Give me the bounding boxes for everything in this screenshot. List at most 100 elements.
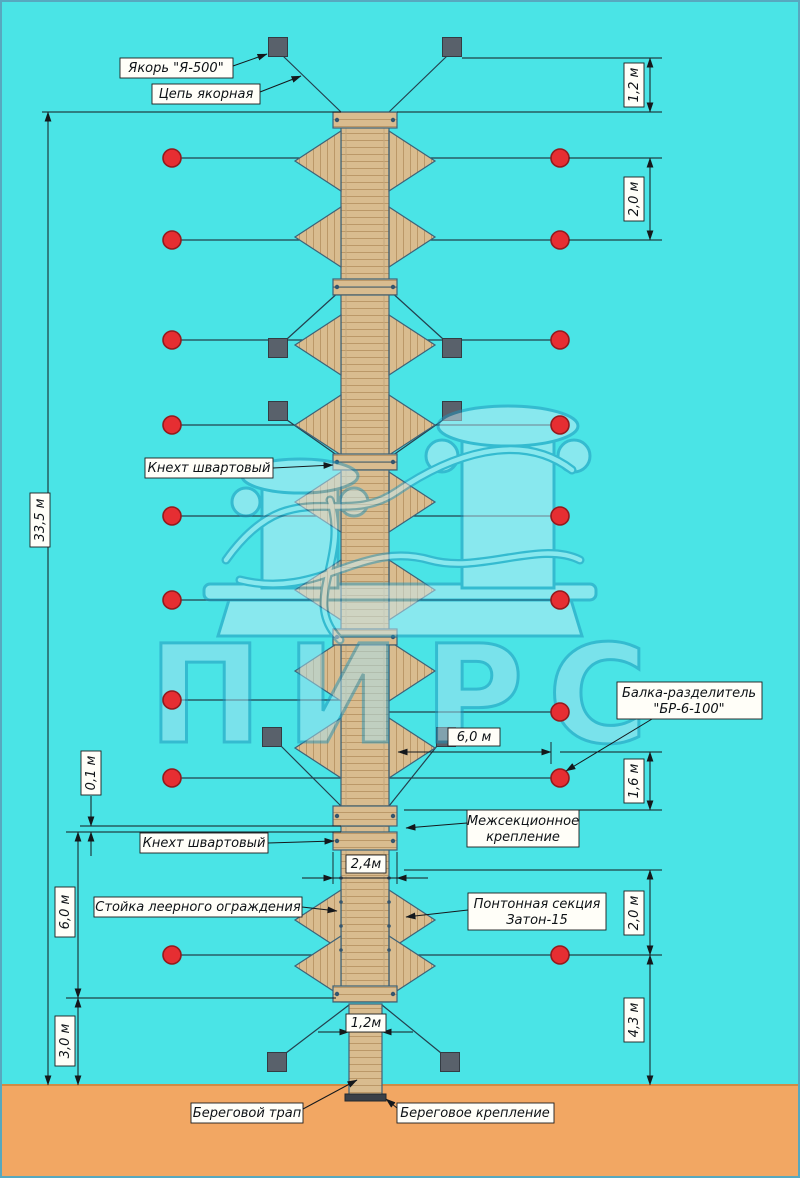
dim-joint-gap-label: 0,1 м	[84, 756, 99, 791]
callout-divider-beam-box	[616, 681, 763, 720]
dim-anchor-offset-box	[623, 62, 645, 108]
railing-post-dot	[339, 900, 343, 904]
watermark-text: ПИРС	[148, 617, 671, 775]
callout-bollard-upper-leader	[272, 462, 334, 469]
bolt-dot	[390, 117, 396, 123]
dim-beam-length-box	[447, 727, 501, 747]
dim-buoy-spacing-label: 2,0 м	[627, 182, 642, 217]
dim-section-right-label: 2,0 м	[627, 896, 642, 931]
bollard-horn	[230, 486, 262, 518]
shore-mount-bar	[344, 1093, 387, 1102]
mooring-buoy	[162, 330, 182, 350]
mooring-buoy	[162, 415, 182, 435]
dim-beam-length-label: 6,0 м	[457, 730, 492, 745]
bolt-dot	[390, 284, 396, 290]
deck-band	[332, 805, 398, 827]
mooring-buoy	[550, 702, 570, 722]
dim-section-to-buoy-label: 1,6 м	[627, 764, 642, 799]
dim-section-left-label: 6,0 м	[58, 895, 73, 930]
anchor-block	[442, 37, 462, 57]
deck-band	[332, 985, 398, 1003]
bolt-dot	[334, 838, 340, 844]
bolt-dot	[334, 991, 340, 997]
mooring-buoy	[162, 945, 182, 965]
anchor-chain-line	[381, 1004, 442, 1054]
dim-shore-left-label: 3,0 м	[58, 1024, 73, 1059]
anchor-chain-line	[388, 289, 444, 340]
anchor-chain-line	[286, 289, 342, 340]
callout-shore-mount-label: Береговое крепление	[400, 1106, 550, 1121]
callout-bollard-lower-leader	[267, 837, 335, 845]
mooring-buoy	[550, 590, 570, 610]
anchor-chain-line	[282, 55, 342, 113]
anchor-chain-line	[388, 745, 438, 807]
anchor-chain-line	[388, 55, 448, 113]
dim-overall-box	[29, 492, 51, 548]
mooring-buoy	[162, 690, 182, 710]
callout-chain-box	[151, 83, 261, 105]
anchor-block	[442, 338, 462, 358]
callout-gangway-label: Береговой трап	[193, 1106, 302, 1121]
callout-railing-box	[93, 896, 303, 918]
rope-strand-inner	[237, 551, 583, 587]
rope-strand-inner	[223, 447, 575, 563]
dim-shore-right-box	[623, 997, 645, 1043]
mooring-buoy	[550, 148, 570, 168]
callout-chain-label: Цепь якорная	[159, 87, 254, 102]
dimensions: 33,5 м 1,2 м 2,0 м 6,0 м 1,6 м 0,1 м	[29, 57, 662, 1086]
callout-intersection-box	[466, 809, 580, 848]
dim-section-right-box	[623, 890, 645, 936]
rope-strand-inner	[321, 497, 343, 643]
callout-bollard-upper-label: Кнехт швартовый	[148, 461, 271, 476]
watermark-rope	[221, 445, 585, 645]
callout-pontoon-section-leader	[405, 909, 469, 920]
anchor-chain-line	[285, 1004, 350, 1054]
mooring-buoy	[162, 148, 182, 168]
railing-post-dot	[387, 924, 391, 928]
callout-pontoon-section-box	[467, 892, 607, 931]
callout-railing-leader	[301, 906, 338, 914]
dim-gangway-width-label: 1,2м	[351, 1016, 382, 1031]
bolt-dot	[390, 813, 396, 819]
callout-anchor-box	[119, 57, 234, 79]
mooring-buoy	[550, 945, 570, 965]
mooring-buoy	[162, 590, 182, 610]
railing-post-dot	[387, 948, 391, 952]
mooring-buoy	[550, 230, 570, 250]
railing-post-dot	[387, 900, 391, 904]
mooring-buoy	[162, 506, 182, 526]
anchor-block	[268, 338, 288, 358]
anchor-block	[268, 37, 288, 57]
callout-divider-beam-label2: "БР-6-100"	[653, 702, 724, 717]
callout-pontoon-section-label1: Понтонная секция	[474, 897, 601, 912]
callout-chain-leader	[259, 75, 302, 93]
callout-divider-beam-label1: Балка-разделитель	[622, 686, 756, 701]
dim-shore-right-label: 4,3 м	[627, 1003, 642, 1038]
railing-post-dot	[339, 924, 343, 928]
callout-anchor-label: Якорь "Я-500"	[127, 61, 223, 76]
bolt-dot	[390, 459, 396, 465]
dim-anchor-offset-label: 1,2 м	[627, 68, 642, 103]
mooring-buoy	[550, 506, 570, 526]
dim-gangway-width-box	[345, 1013, 387, 1033]
bolt-dots	[334, 117, 396, 997]
anchor-chain-line	[280, 745, 342, 807]
anchor-block	[267, 1052, 287, 1072]
mooring-buoy	[550, 415, 570, 435]
callout-railing-label: Стойка леерного ограждения	[95, 900, 301, 915]
dim-joint-gap-box	[80, 750, 102, 796]
callout-intersection-label1: Межсекционное	[467, 814, 579, 829]
callout-divider-beam-leader	[565, 718, 653, 772]
callout-bollard-lower-box	[139, 832, 269, 854]
dim-walkway-width-box	[345, 854, 387, 874]
mooring-buoy	[162, 230, 182, 250]
callout-gangway-box	[190, 1102, 304, 1124]
dim-shore-left-box	[54, 1015, 76, 1067]
mooring-buoy	[162, 768, 182, 788]
shore-area	[0, 1085, 800, 1178]
callout-gangway-leader	[302, 1079, 358, 1110]
callout-bollard-lower-label: Кнехт швартовый	[143, 836, 266, 851]
dim-section-to-buoy-box	[623, 758, 645, 804]
